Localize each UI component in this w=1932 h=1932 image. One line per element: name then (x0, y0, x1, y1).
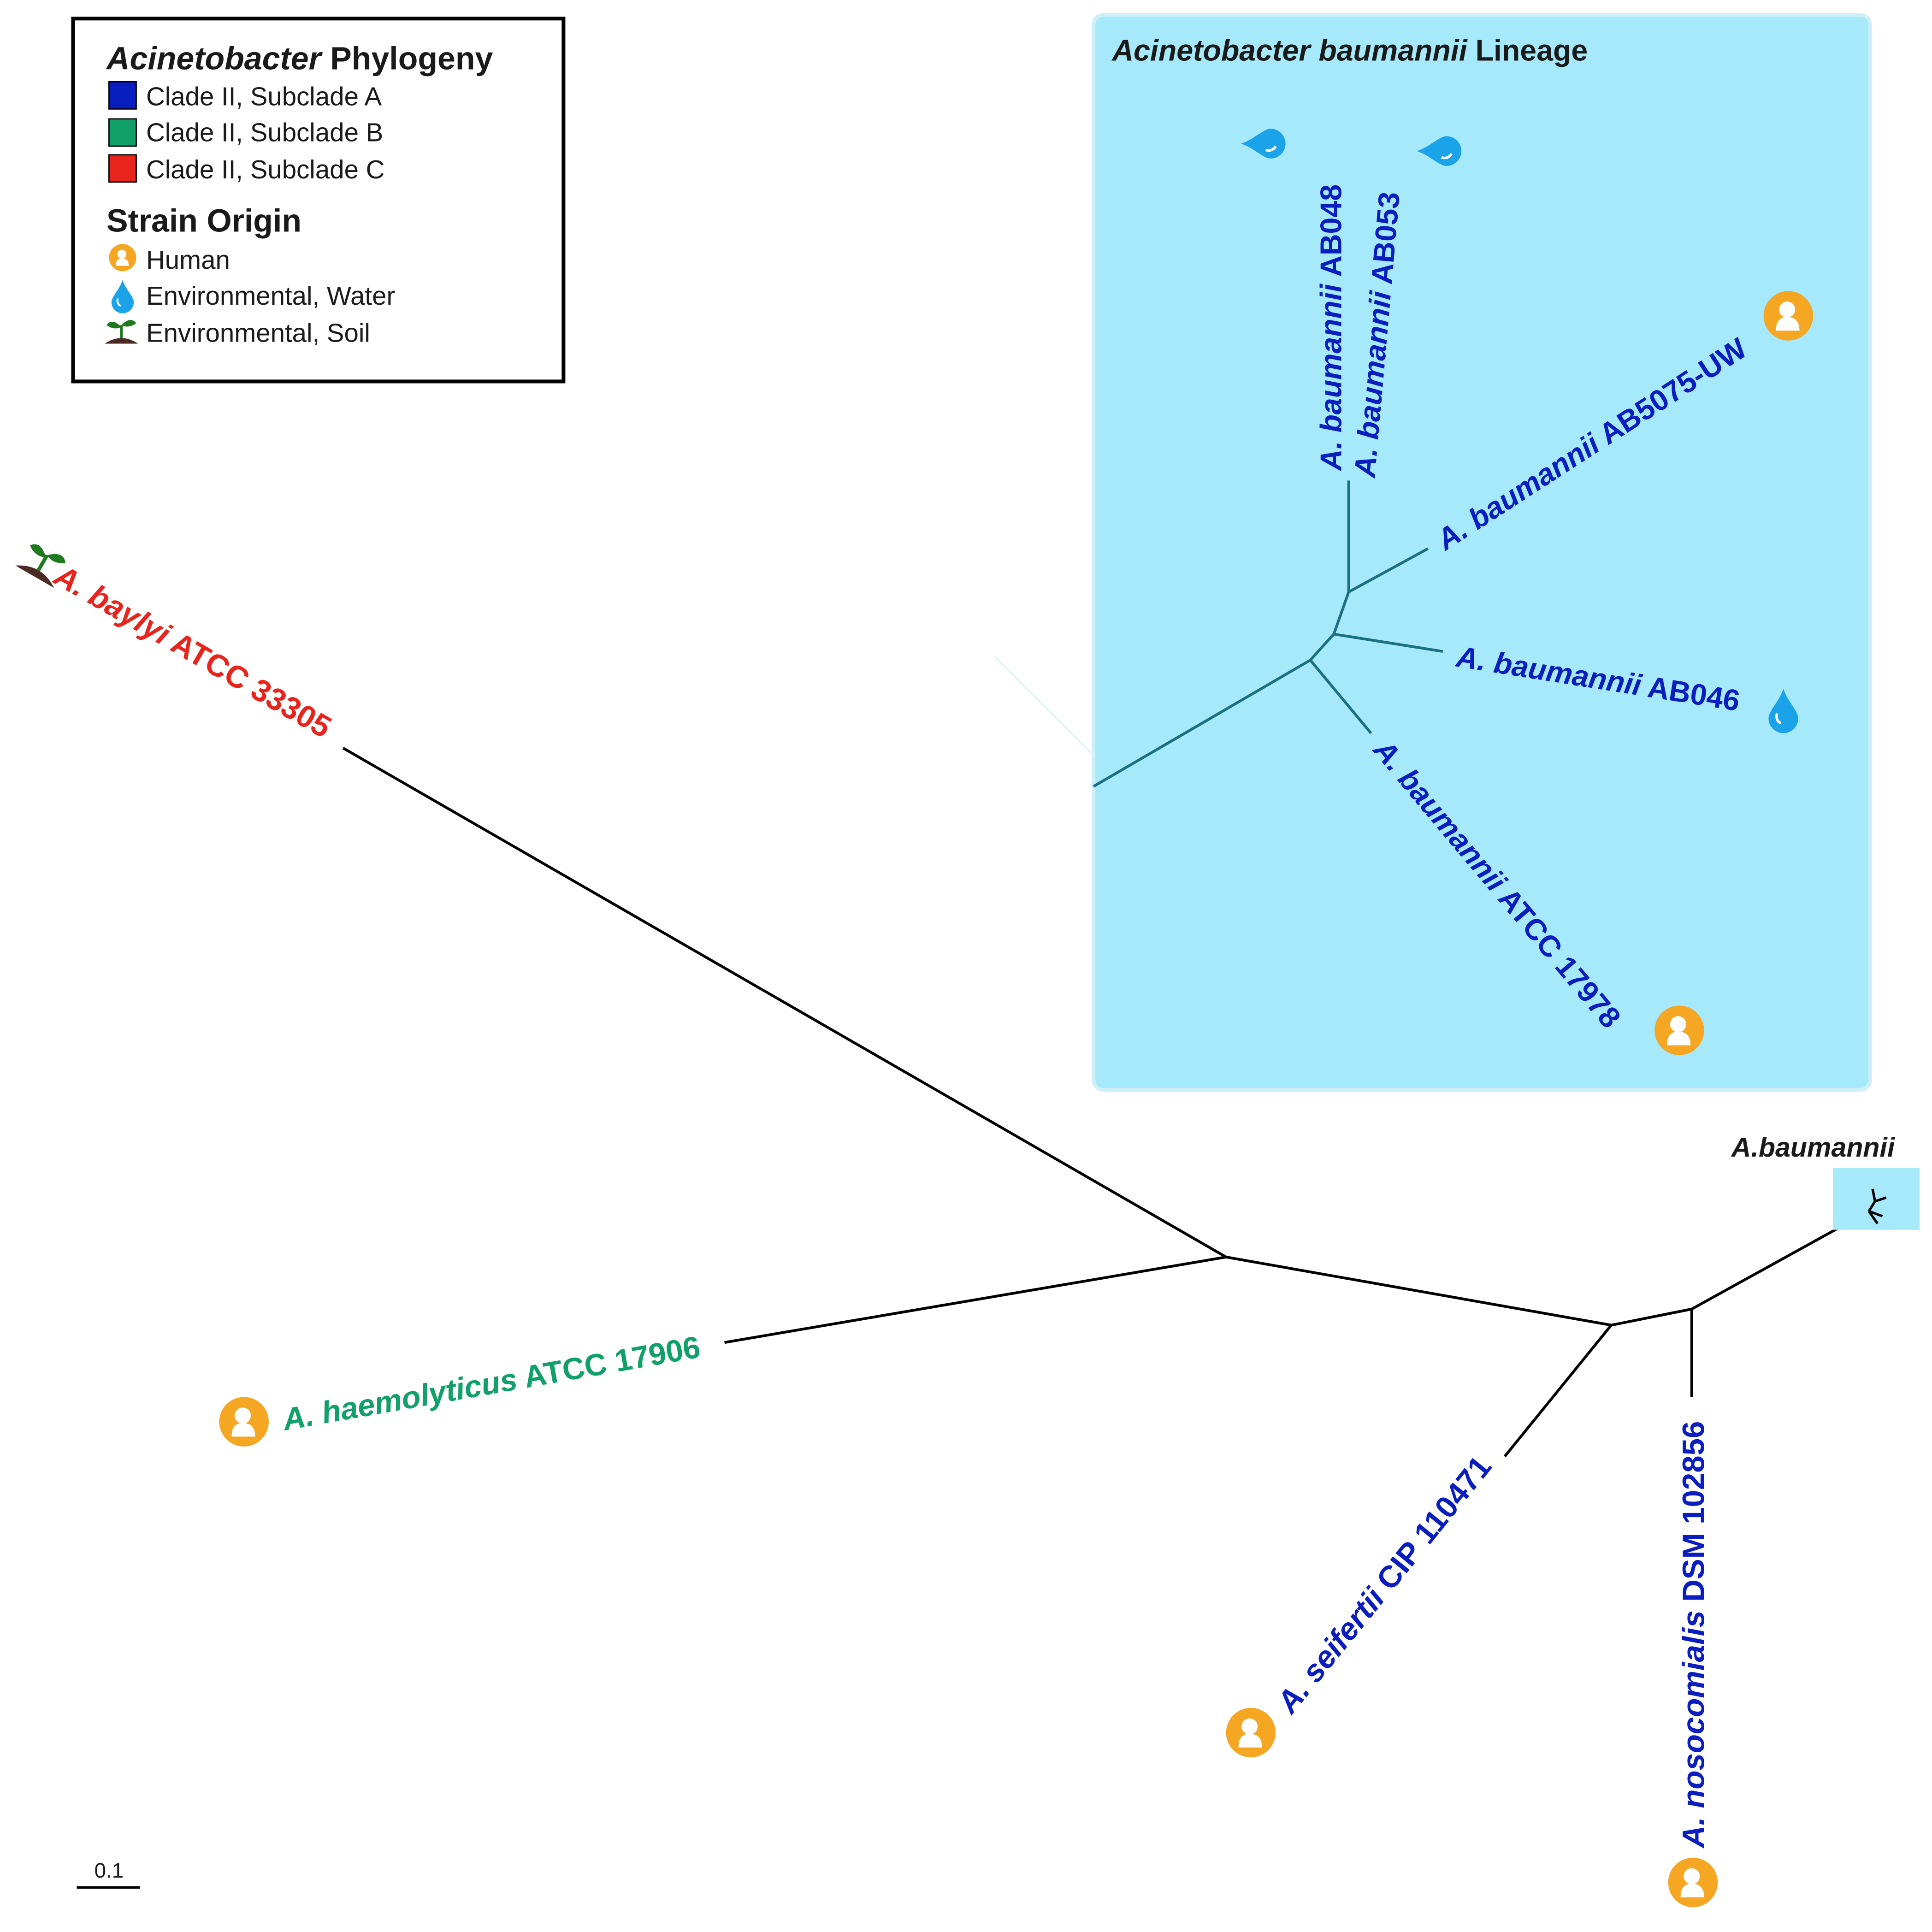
inset-connector (993, 655, 1095, 756)
human-icon (219, 1397, 269, 1447)
taxon-label-haemolyticus: A. haemolyticus ATCC 17906 (279, 1329, 703, 1437)
taxon-label-nosocomialis: A. nosocomialis DSM 102856 (1677, 1421, 1711, 1849)
legend-title: Acinetobacter Phylogeny (106, 40, 493, 76)
clade-label-baumannii: A.baumannii (1731, 1132, 1896, 1163)
inset-title: Acinetobacter baumannii Lineage (1111, 34, 1588, 67)
human-icon (1668, 1857, 1718, 1908)
inset-branches (1093, 480, 1443, 788)
main-branches (342, 747, 1870, 1458)
human-icon (109, 244, 136, 272)
taxon-label-ab053: A. baumannii AB053 (1348, 190, 1406, 479)
taxon-label-seifertii: A. seifertii CIP 110471 (1270, 1449, 1498, 1720)
legend-clade-a-label: Clade II, Subclade A (146, 82, 382, 111)
subclade-b-swatch (108, 118, 137, 147)
legend-clade-c-label: Clade II, Subclade C (146, 155, 384, 184)
legend-origin-human-label: Human (146, 245, 230, 274)
human-icon (1654, 1005, 1704, 1055)
human-icon (1226, 1707, 1276, 1758)
legend-origin-soil-label: Environmental, Soil (146, 318, 370, 347)
subclade-a-swatch (108, 81, 137, 110)
scale-bar: 0.1 (77, 1859, 140, 1889)
strain-origin-title: Strain Origin (106, 202, 301, 238)
baumannii-clade-marker: A.baumannii (1731, 1132, 1920, 1230)
legend: Acinetobacter Phylogeny Clade II, Subcla… (71, 17, 566, 384)
legend-clade-b-label: Clade II, Subclade B (146, 118, 383, 147)
inset-panel: Acinetobacter baumannii Lineage A. bauma… (1092, 13, 1872, 1092)
subclade-c-swatch (108, 154, 137, 183)
taxon-label-baylyi: A. baylyi ATCC 33305 (48, 558, 337, 745)
scale-bar-label: 0.1 (95, 1859, 124, 1882)
legend-origin-water-label: Environmental, Water (146, 281, 395, 310)
taxon-label-ab048: A. baumannii AB048 (1315, 184, 1348, 472)
human-icon (1763, 291, 1814, 341)
